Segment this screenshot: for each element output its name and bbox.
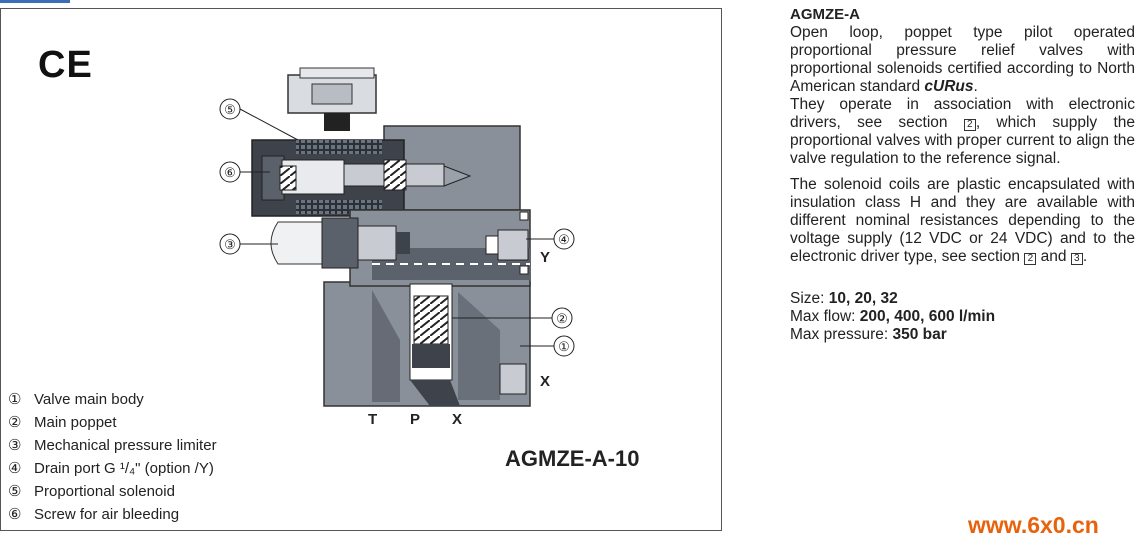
- callout-5: ⑤: [224, 102, 236, 117]
- callouts: ⑤ ⑥ ③ ④ ② ①: [219, 98, 575, 357]
- electrical-connector: [287, 67, 377, 131]
- model-label: AGMZE-A-10: [505, 446, 640, 471]
- spec-max-pressure: Max pressure: 350 bar: [790, 326, 947, 343]
- callout-2: ②: [556, 311, 568, 326]
- port-label-y: Y: [540, 249, 550, 266]
- watermark: www.6x0.cn: [968, 512, 1099, 538]
- section-ref: 2: [963, 119, 976, 131]
- callout-6: ⑥: [224, 165, 236, 180]
- port-label-x-side: X: [540, 373, 550, 390]
- description-column: AGMZE-A Open loop, poppet type pilot ope…: [790, 6, 1135, 344]
- description-paragraph-2: The solenoid coils are plastic encapsula…: [790, 176, 1135, 265]
- callout-3: ③: [224, 237, 236, 252]
- port-label-p: P: [410, 411, 420, 428]
- drain-port: [485, 211, 529, 275]
- callout-1: ①: [558, 339, 570, 354]
- ce-mark: CE: [38, 44, 93, 86]
- section-ref: 3: [1070, 253, 1083, 265]
- pressure-limiter: [270, 217, 410, 269]
- certification-mark: cURus: [924, 78, 974, 95]
- section-ref: 2: [1024, 253, 1037, 265]
- top-accent-bar: [0, 0, 70, 3]
- spec-size: Size: 10, 20, 32: [790, 290, 898, 307]
- port-label-t: T: [368, 411, 377, 428]
- spec-max-flow: Max flow: 200, 400, 600 l/min: [790, 308, 996, 325]
- section-heading: AGMZE-A: [790, 6, 860, 23]
- description-paragraph-1: Open loop, poppet type pilot operated pr…: [790, 24, 1135, 167]
- specifications: Size: 10, 20, 32 Max flow: 200, 400, 600…: [790, 290, 1135, 344]
- solenoid-assembly: [251, 139, 472, 217]
- callout-4: ④: [558, 232, 570, 247]
- leader-lines: [239, 108, 554, 347]
- valve-cross-section-drawing: ⑤ ⑥ ③ ④ ② ① T P X X Y: [219, 67, 575, 428]
- port-label-x-bottom: X: [452, 411, 462, 428]
